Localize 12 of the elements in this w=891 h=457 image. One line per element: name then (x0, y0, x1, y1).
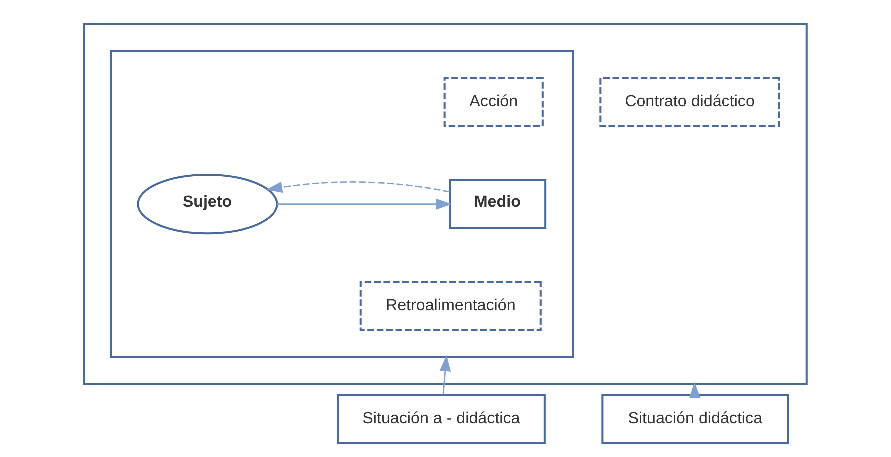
node-box: Contrato didáctico (600, 77, 780, 128)
node-box: Situación a - didáctica (337, 394, 546, 444)
arrow (440, 355, 452, 395)
cluster (83, 23, 808, 386)
node-box: Retroalimentación (360, 281, 542, 332)
node-box: Acción (444, 77, 544, 128)
node-ellipse: Sujeto (137, 174, 278, 235)
node-box: Medio (449, 179, 547, 230)
arrow (266, 182, 450, 194)
arrow (689, 382, 701, 398)
arrow (277, 198, 452, 210)
cluster (110, 50, 574, 358)
